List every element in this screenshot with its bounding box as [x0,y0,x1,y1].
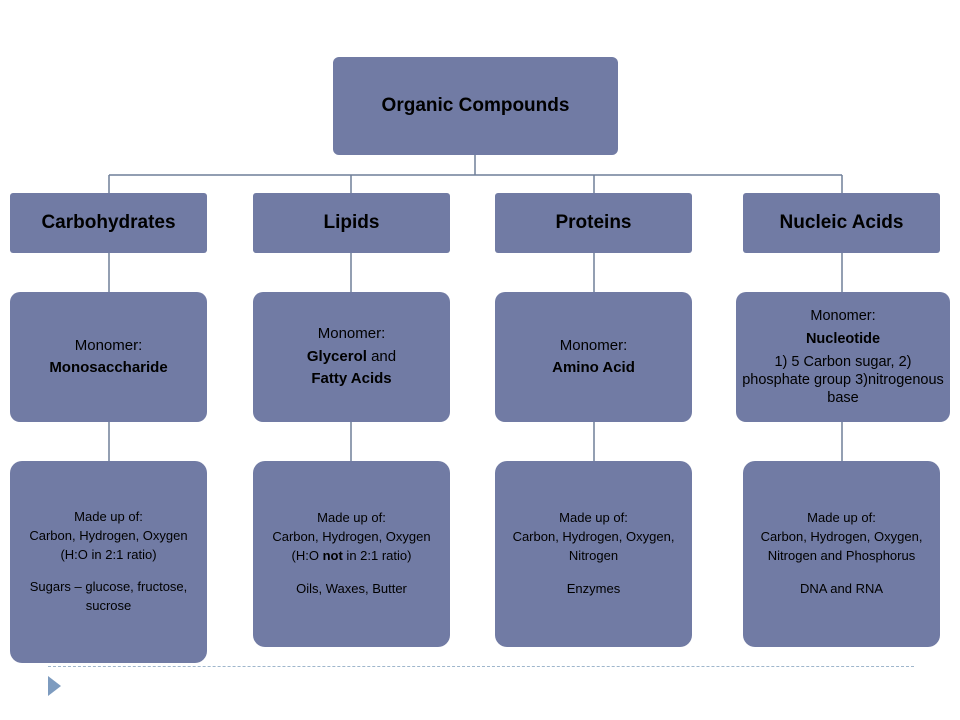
category-lipids: Lipids [253,193,450,253]
made-up-label: Made up of: [807,510,876,526]
composition-box-lipids: Made up of: Carbon, Hydrogen, Oxygen (H:… [253,461,450,647]
category-title: Nucleic Acids [779,212,904,233]
made-up-label: Made up of: [317,510,386,526]
monomer-label: Monomer: [317,325,386,343]
monomer-name: Monosaccharide [49,359,168,376]
ratio-prefix: (H:O [291,548,323,563]
examples-text: Sugars – glucose, fructose, sucrose [29,579,188,614]
category-proteins: Proteins [495,193,692,253]
made-up-label: Made up of: [559,510,628,526]
examples-text: Enzymes [566,580,621,596]
monomer-name: Fatty Acids [311,370,392,388]
monomer-conjunction: and [366,347,397,365]
category-title: Lipids [323,212,380,233]
monomer-line: Glycerol and [307,346,396,369]
monomer-box-lipids: Monomer: Glycerol and Fatty Acids [253,292,450,422]
composition-box-nucleic-acids: Made up of: Carbon, Hydrogen, Oxygen, Ni… [743,461,940,647]
ratio-text: (H:O in 2:1 ratio) [60,546,157,562]
root-label: Organic Compounds [381,95,570,116]
ratio-emphasis: not [322,548,343,563]
elements-text: Carbon, Hydrogen, Oxygen [29,527,188,543]
category-nucleic-acids: Nucleic Acids [743,193,940,253]
elements-text: Carbon, Hydrogen, Oxygen [272,529,431,545]
monomer-label: Monomer: [810,307,876,324]
monomer-name: Glycerol [306,347,367,365]
elements-text: Carbon, Hydrogen, Oxygen, Nitrogen and P… [760,529,923,563]
made-up-label: Made up of: [74,508,143,524]
monomer-name: Nucleotide [805,330,881,347]
elements-text: Carbon, Hydrogen, Oxygen, Nitrogen [512,529,675,563]
composition-box-carbohydrates: Made up of: Carbon, Hydrogen, Oxygen (H:… [10,461,207,663]
composition-box-proteins: Made up of: Carbon, Hydrogen, Oxygen, Ni… [495,461,692,647]
monomer-box-carbohydrates: Monomer: Monosaccharide [10,292,207,422]
monomer-box-proteins: Monomer: Amino Acid [495,292,692,422]
monomer-components: 1) 5 Carbon sugar, 2) phosphate group 3)… [742,353,944,407]
footer-divider [48,666,914,667]
ratio-suffix: in 2:1 ratio) [342,548,412,563]
monomer-name: Amino Acid [552,359,635,376]
root-node-organic-compounds: Organic Compounds [333,57,618,155]
monomer-box-nucleic-acids: Monomer: Nucleotide 1) 5 Carbon sugar, 2… [736,292,950,422]
monomer-label: Monomer: [559,336,628,354]
category-title: Proteins [555,212,632,233]
examples-text: Oils, Waxes, Butter [296,580,407,596]
examples-text: DNA and RNA [799,580,884,596]
ratio-line: (H:O not in 2:1 ratio) [292,547,412,566]
category-title: Carbohydrates [41,212,176,233]
triangle-bullet-icon [48,676,61,696]
monomer-label: Monomer: [74,336,143,354]
category-carbohydrates: Carbohydrates [10,193,207,253]
